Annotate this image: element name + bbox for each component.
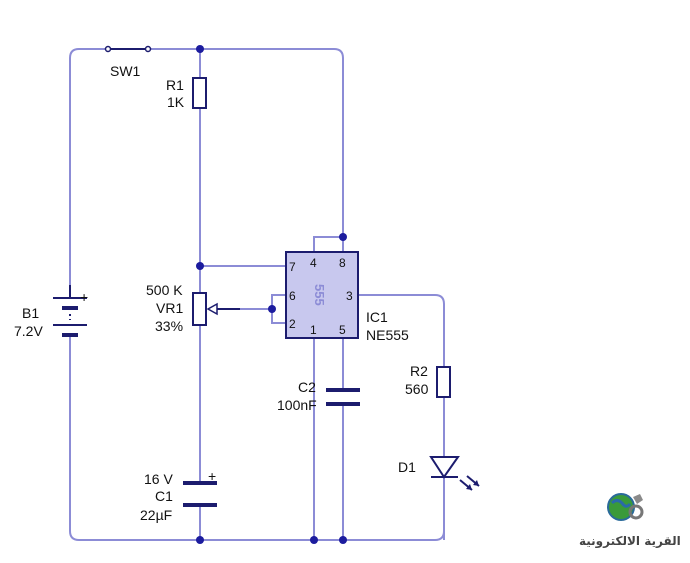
pin-1-label: 1: [310, 323, 317, 337]
r1-value: 1K: [167, 94, 185, 110]
switch-sw1: SW1: [104, 45, 152, 79]
c2-value: 100nF: [277, 397, 317, 413]
pin-3-label: 3: [346, 289, 353, 303]
c1-name: C1: [155, 488, 173, 504]
pin-8-label: 8: [339, 256, 346, 270]
c2-name: C2: [298, 379, 316, 395]
c1-value: 22µF: [140, 507, 172, 523]
junction-dot: [196, 536, 204, 544]
pin-5-label: 5: [339, 323, 346, 337]
junctions: [196, 45, 347, 544]
ic-body-label: 555: [312, 284, 327, 306]
junction-dot: [310, 536, 318, 544]
capacitor-c2: C2 100nF: [277, 379, 360, 413]
vr1-value: 500 K: [146, 282, 183, 298]
b1-name: B1: [22, 305, 39, 321]
sw1-label: SW1: [110, 63, 141, 79]
junction-dot: [339, 233, 347, 241]
resistor-r1: R1 1K: [166, 77, 207, 110]
site-logo: القرية الالكترونية: [579, 493, 681, 549]
b1-value: 7.2V: [14, 323, 43, 339]
potentiometer-vr1: 500 K VR1 33%: [146, 282, 240, 334]
wire-output: [358, 294, 445, 540]
capacitor-c1: + 16 V C1 22µF: [140, 468, 217, 523]
junction-dot: [339, 536, 347, 544]
r2-value: 560: [405, 381, 429, 397]
pin-6-label: 6: [289, 289, 296, 303]
resistor-r2: R2 560: [405, 363, 451, 398]
globe-gear-icon: [607, 493, 644, 521]
r2-name: R2: [410, 363, 428, 379]
ic1-part: NE555: [366, 327, 409, 343]
wire-top-rail: [148, 48, 344, 237]
d1-name: D1: [398, 459, 416, 475]
led-d1: D1: [398, 456, 480, 491]
logo-text: القرية الالكترونية: [579, 534, 681, 549]
r1-name: R1: [166, 77, 184, 93]
junction-dot: [196, 45, 204, 53]
vr1-name: VR1: [156, 300, 183, 316]
battery-b1: + B1 7.2V: [14, 285, 88, 339]
junction-dot: [268, 305, 276, 313]
pin-4-label: 4: [310, 256, 317, 270]
wires: [69, 48, 445, 541]
c1-voltage: 16 V: [144, 471, 173, 487]
wire-pin4-pin8: [313, 236, 344, 252]
ic1-name: IC1: [366, 309, 388, 325]
ic-body: [285, 251, 359, 339]
vr1-percent: 33%: [155, 318, 183, 334]
wire-bottom-rail: [69, 335, 445, 541]
pin-7-label: 7: [289, 260, 296, 274]
battery-plus: +: [80, 289, 88, 305]
c1-plus: +: [208, 468, 216, 484]
wire-left-top: [69, 48, 108, 285]
junction-dot: [196, 262, 204, 270]
pin-2-label: 2: [289, 317, 296, 331]
ic-555-timer: 4 8 7 6 3 2 1 5 555 IC1 NE555: [285, 251, 409, 343]
